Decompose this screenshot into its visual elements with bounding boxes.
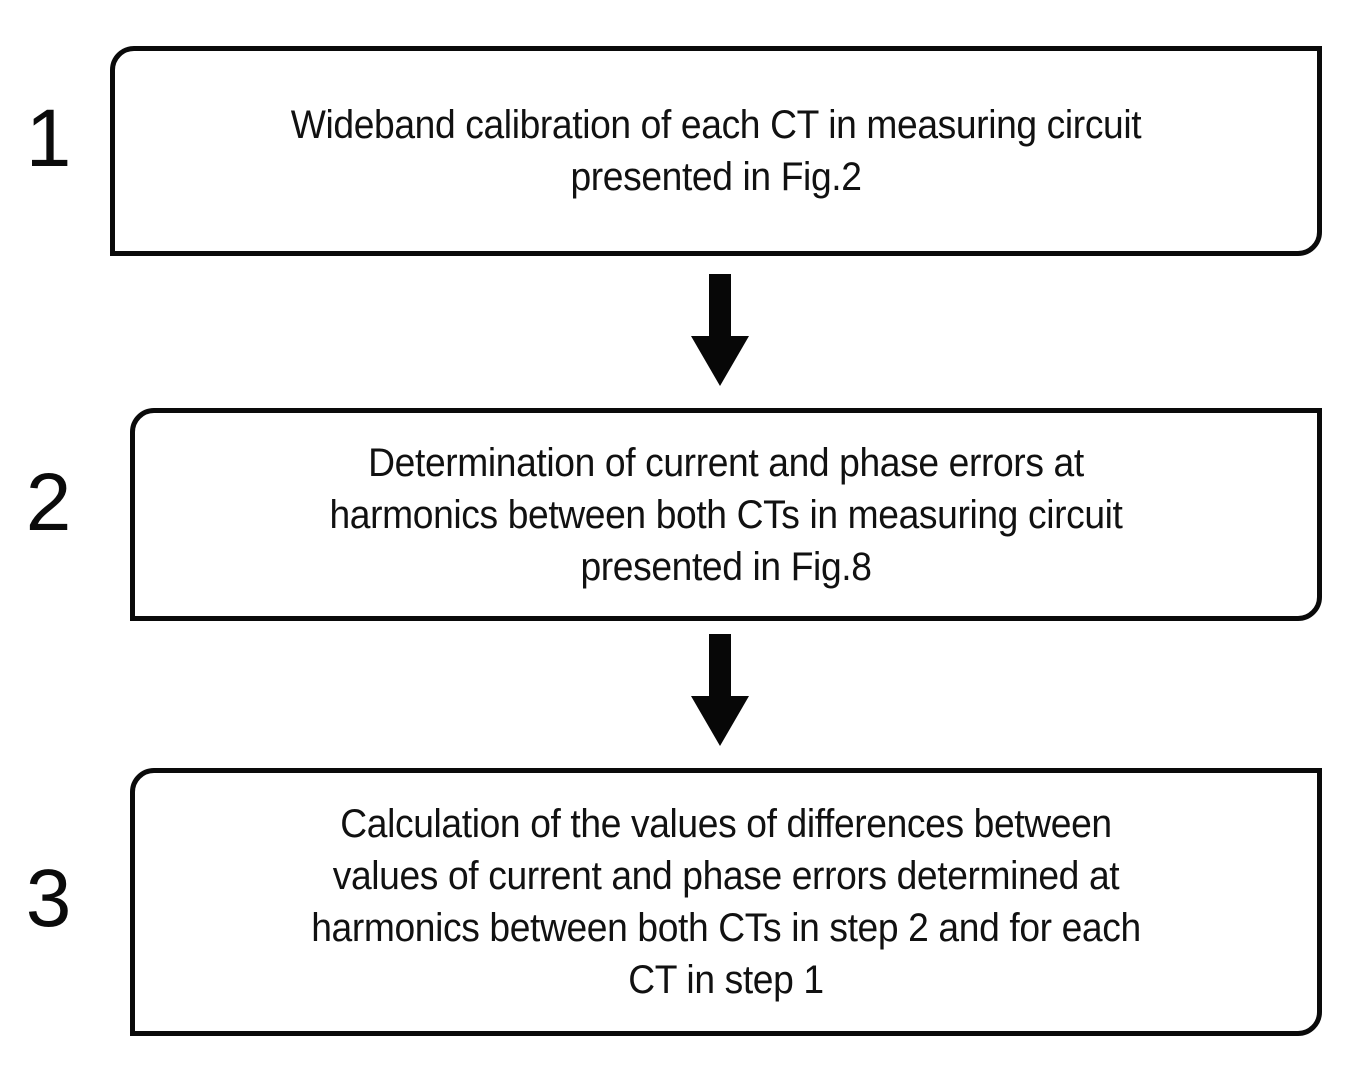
step-number-2: 2: [25, 457, 72, 548]
process-box-step-1-text: Wideband calibration of each CT in measu…: [290, 103, 1142, 199]
arrow-down-icon: [688, 634, 752, 746]
step-number-1: 1: [25, 93, 72, 184]
process-box-step-3: Calculation of the values of differences…: [130, 768, 1322, 1036]
process-box-step-2-text: Determination of current and phase error…: [329, 440, 1123, 589]
process-box-step-2: Determination of current and phase error…: [130, 408, 1322, 621]
process-box-step-3-text: Calculation of the values of differences…: [311, 802, 1141, 1002]
step-number-3: 3: [25, 853, 72, 944]
arrow-down-icon: [688, 274, 752, 386]
process-box-step-1: Wideband calibration of each CT in measu…: [110, 46, 1322, 256]
